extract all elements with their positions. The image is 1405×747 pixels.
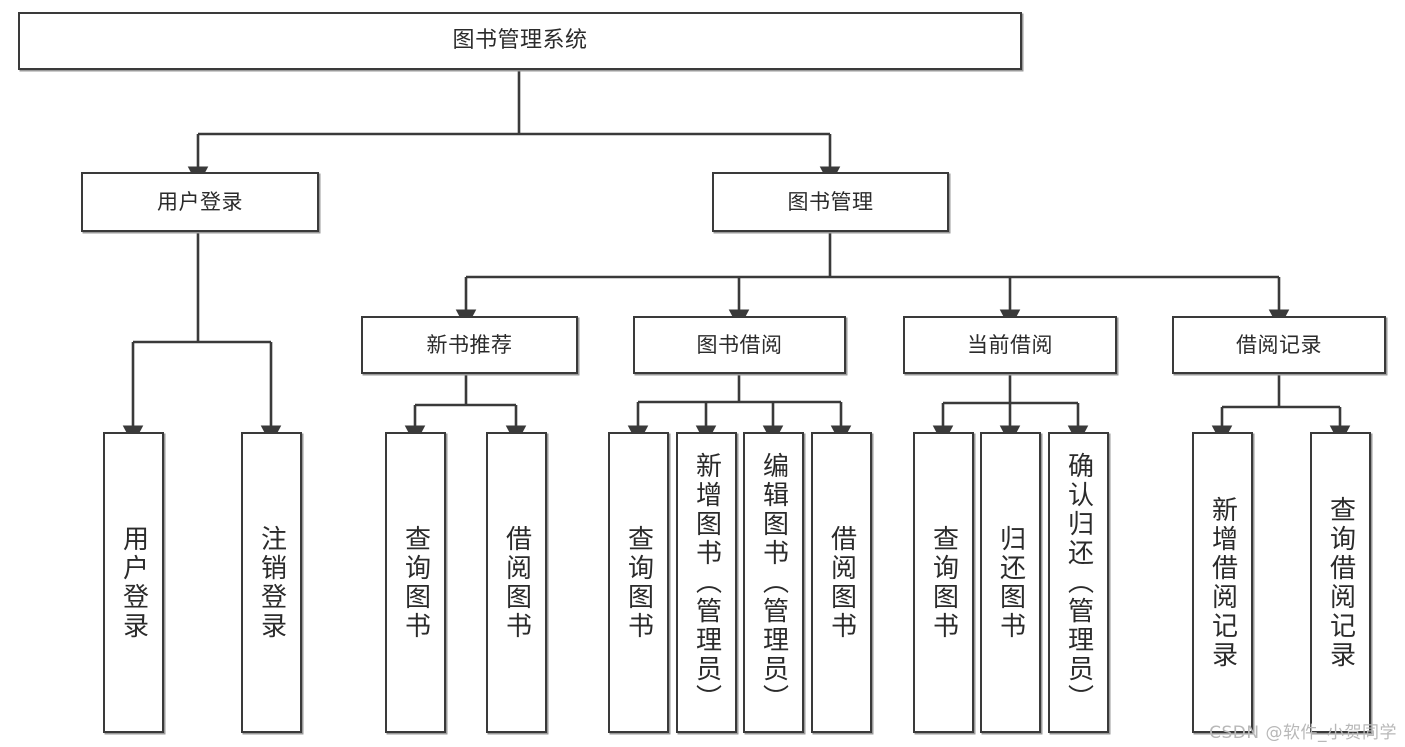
node-borrow-record[interactable]: 借阅记录 bbox=[1172, 316, 1386, 374]
node-leaf-add-book-admin[interactable]: 新增图书（管理员） bbox=[676, 432, 737, 733]
node-book-management[interactable]: 图书管理 bbox=[712, 172, 949, 232]
node-label: 新增借阅记录 bbox=[1207, 495, 1238, 670]
node-label: 图书借阅 bbox=[696, 332, 783, 357]
node-leaf-edit-book-admin[interactable]: 编辑图书（管理员） bbox=[743, 432, 804, 733]
node-label: 确认归还（管理员） bbox=[1063, 452, 1094, 713]
node-label: 查询图书 bbox=[623, 524, 654, 641]
node-label: 编辑图书（管理员） bbox=[758, 452, 789, 713]
node-user-login[interactable]: 用户登录 bbox=[81, 172, 319, 232]
node-leaf-add-borrow-record[interactable]: 新增借阅记录 bbox=[1192, 432, 1253, 733]
node-label: 图书管理 bbox=[787, 189, 874, 214]
node-label: 借阅图书 bbox=[826, 524, 857, 641]
node-label: 当前借阅 bbox=[967, 332, 1053, 357]
node-label: 新书推荐 bbox=[426, 332, 513, 357]
node-label: 查询图书 bbox=[928, 524, 959, 641]
node-label: 查询借阅记录 bbox=[1325, 495, 1356, 670]
node-leaf-borrow-book-new[interactable]: 借阅图书 bbox=[486, 432, 547, 733]
node-label: 用户登录 bbox=[157, 189, 243, 214]
node-leaf-user-login[interactable]: 用户登录 bbox=[103, 432, 164, 733]
node-leaf-query-borrow-record[interactable]: 查询借阅记录 bbox=[1310, 432, 1371, 733]
node-label: 用户登录 bbox=[118, 524, 149, 641]
node-leaf-query-book-borrow[interactable]: 查询图书 bbox=[608, 432, 669, 733]
node-label: 借阅记录 bbox=[1236, 332, 1322, 357]
node-new-book-recommend[interactable]: 新书推荐 bbox=[361, 316, 578, 374]
node-label: 归还图书 bbox=[995, 524, 1026, 641]
csdn-watermark: CSDN @软件_小贺同学 bbox=[1209, 723, 1397, 743]
node-label: 借阅图书 bbox=[501, 524, 532, 641]
node-current-borrow[interactable]: 当前借阅 bbox=[903, 316, 1117, 374]
node-leaf-query-book-current[interactable]: 查询图书 bbox=[913, 432, 974, 733]
node-leaf-confirm-return-admin[interactable]: 确认归还（管理员） bbox=[1048, 432, 1109, 733]
node-leaf-logout[interactable]: 注销登录 bbox=[241, 432, 302, 733]
node-label: 查询图书 bbox=[400, 524, 431, 641]
node-root-system[interactable]: 图书管理系统 bbox=[18, 12, 1022, 70]
node-label: 注销登录 bbox=[256, 524, 287, 641]
node-leaf-query-book-new[interactable]: 查询图书 bbox=[385, 432, 446, 733]
node-leaf-borrow-book[interactable]: 借阅图书 bbox=[811, 432, 872, 733]
node-book-borrow[interactable]: 图书借阅 bbox=[633, 316, 846, 374]
node-leaf-return-book[interactable]: 归还图书 bbox=[980, 432, 1041, 733]
node-label: 图书管理系统 bbox=[452, 28, 588, 54]
node-label: 新增图书（管理员） bbox=[691, 452, 722, 713]
